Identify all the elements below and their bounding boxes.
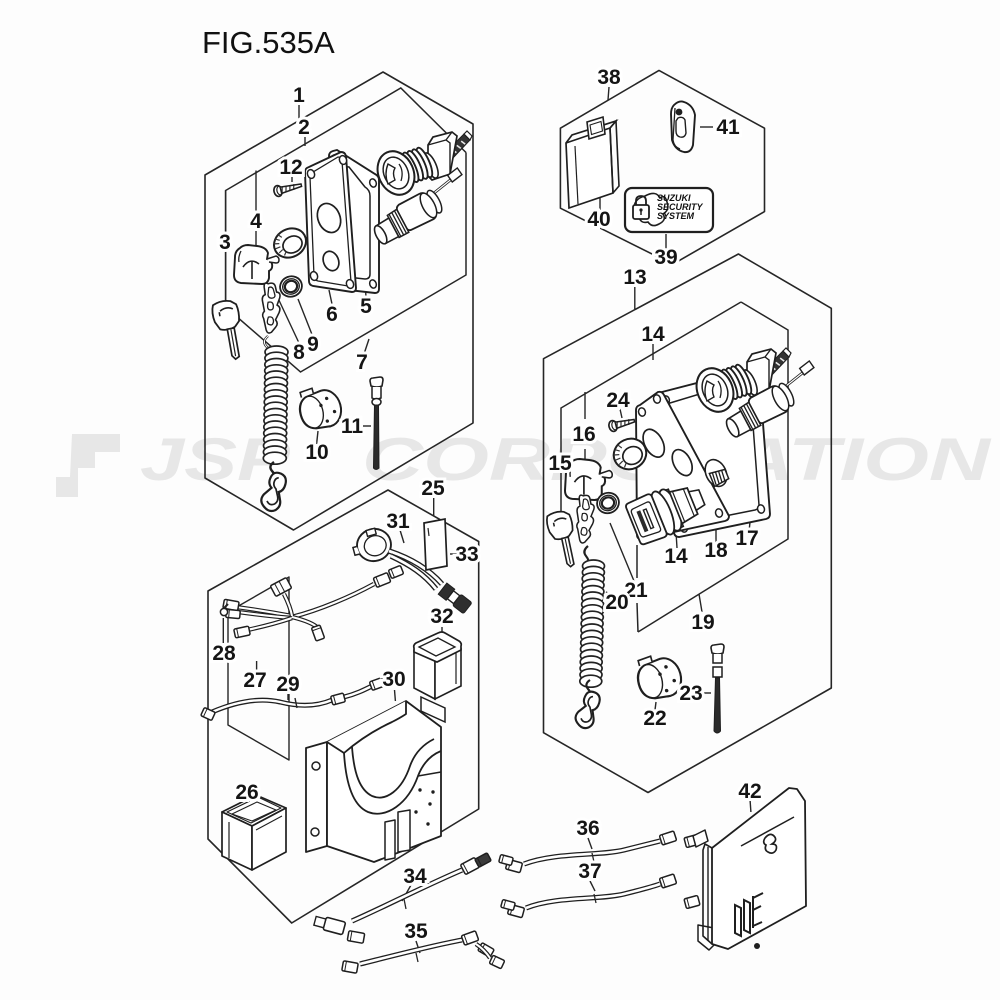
svg-text:42: 42 — [738, 780, 761, 803]
svg-text:SECURITY: SECURITY — [657, 202, 704, 212]
svg-text:9: 9 — [307, 333, 319, 356]
svg-text:4: 4 — [250, 210, 262, 233]
svg-text:37: 37 — [578, 860, 601, 883]
svg-text:8: 8 — [293, 341, 305, 364]
svg-text:20: 20 — [605, 591, 628, 614]
svg-text:7: 7 — [356, 351, 368, 374]
svg-text:15: 15 — [548, 452, 572, 475]
svg-text:28: 28 — [212, 642, 236, 665]
svg-text:34: 34 — [403, 865, 427, 888]
svg-text:1: 1 — [293, 84, 305, 107]
svg-text:40: 40 — [587, 208, 610, 231]
svg-text:27: 27 — [243, 669, 266, 692]
svg-text:10: 10 — [305, 441, 328, 464]
svg-text:41: 41 — [716, 116, 740, 139]
svg-text:18: 18 — [704, 539, 728, 562]
svg-text:SYSTEM: SYSTEM — [657, 211, 695, 221]
svg-text:39: 39 — [654, 246, 677, 269]
svg-text:23: 23 — [679, 682, 702, 705]
svg-text:FIG.535A: FIG.535A — [202, 25, 335, 60]
svg-text:36: 36 — [576, 817, 599, 840]
svg-text:31: 31 — [386, 510, 410, 533]
svg-text:16: 16 — [572, 423, 595, 446]
svg-text:2: 2 — [298, 116, 310, 139]
svg-text:32: 32 — [430, 605, 453, 628]
svg-text:3: 3 — [219, 231, 231, 254]
svg-text:29: 29 — [276, 673, 299, 696]
svg-text:35: 35 — [404, 920, 428, 943]
svg-text:19: 19 — [691, 611, 714, 634]
svg-text:13: 13 — [623, 266, 646, 289]
svg-text:30: 30 — [382, 668, 405, 691]
svg-text:33: 33 — [455, 543, 478, 566]
svg-text:12: 12 — [279, 156, 302, 179]
svg-text:38: 38 — [597, 66, 621, 89]
svg-text:14: 14 — [641, 323, 665, 346]
svg-text:24: 24 — [606, 389, 630, 412]
svg-text:17: 17 — [735, 527, 758, 550]
svg-text:SUZUKI: SUZUKI — [657, 193, 691, 203]
svg-text:14: 14 — [664, 545, 688, 568]
svg-text:21: 21 — [624, 579, 648, 602]
svg-text:25: 25 — [421, 477, 445, 500]
svg-text:11: 11 — [341, 415, 364, 438]
svg-text:5: 5 — [360, 295, 372, 318]
svg-text:26: 26 — [235, 781, 258, 804]
svg-text:6: 6 — [326, 303, 338, 326]
svg-text:22: 22 — [643, 707, 666, 730]
